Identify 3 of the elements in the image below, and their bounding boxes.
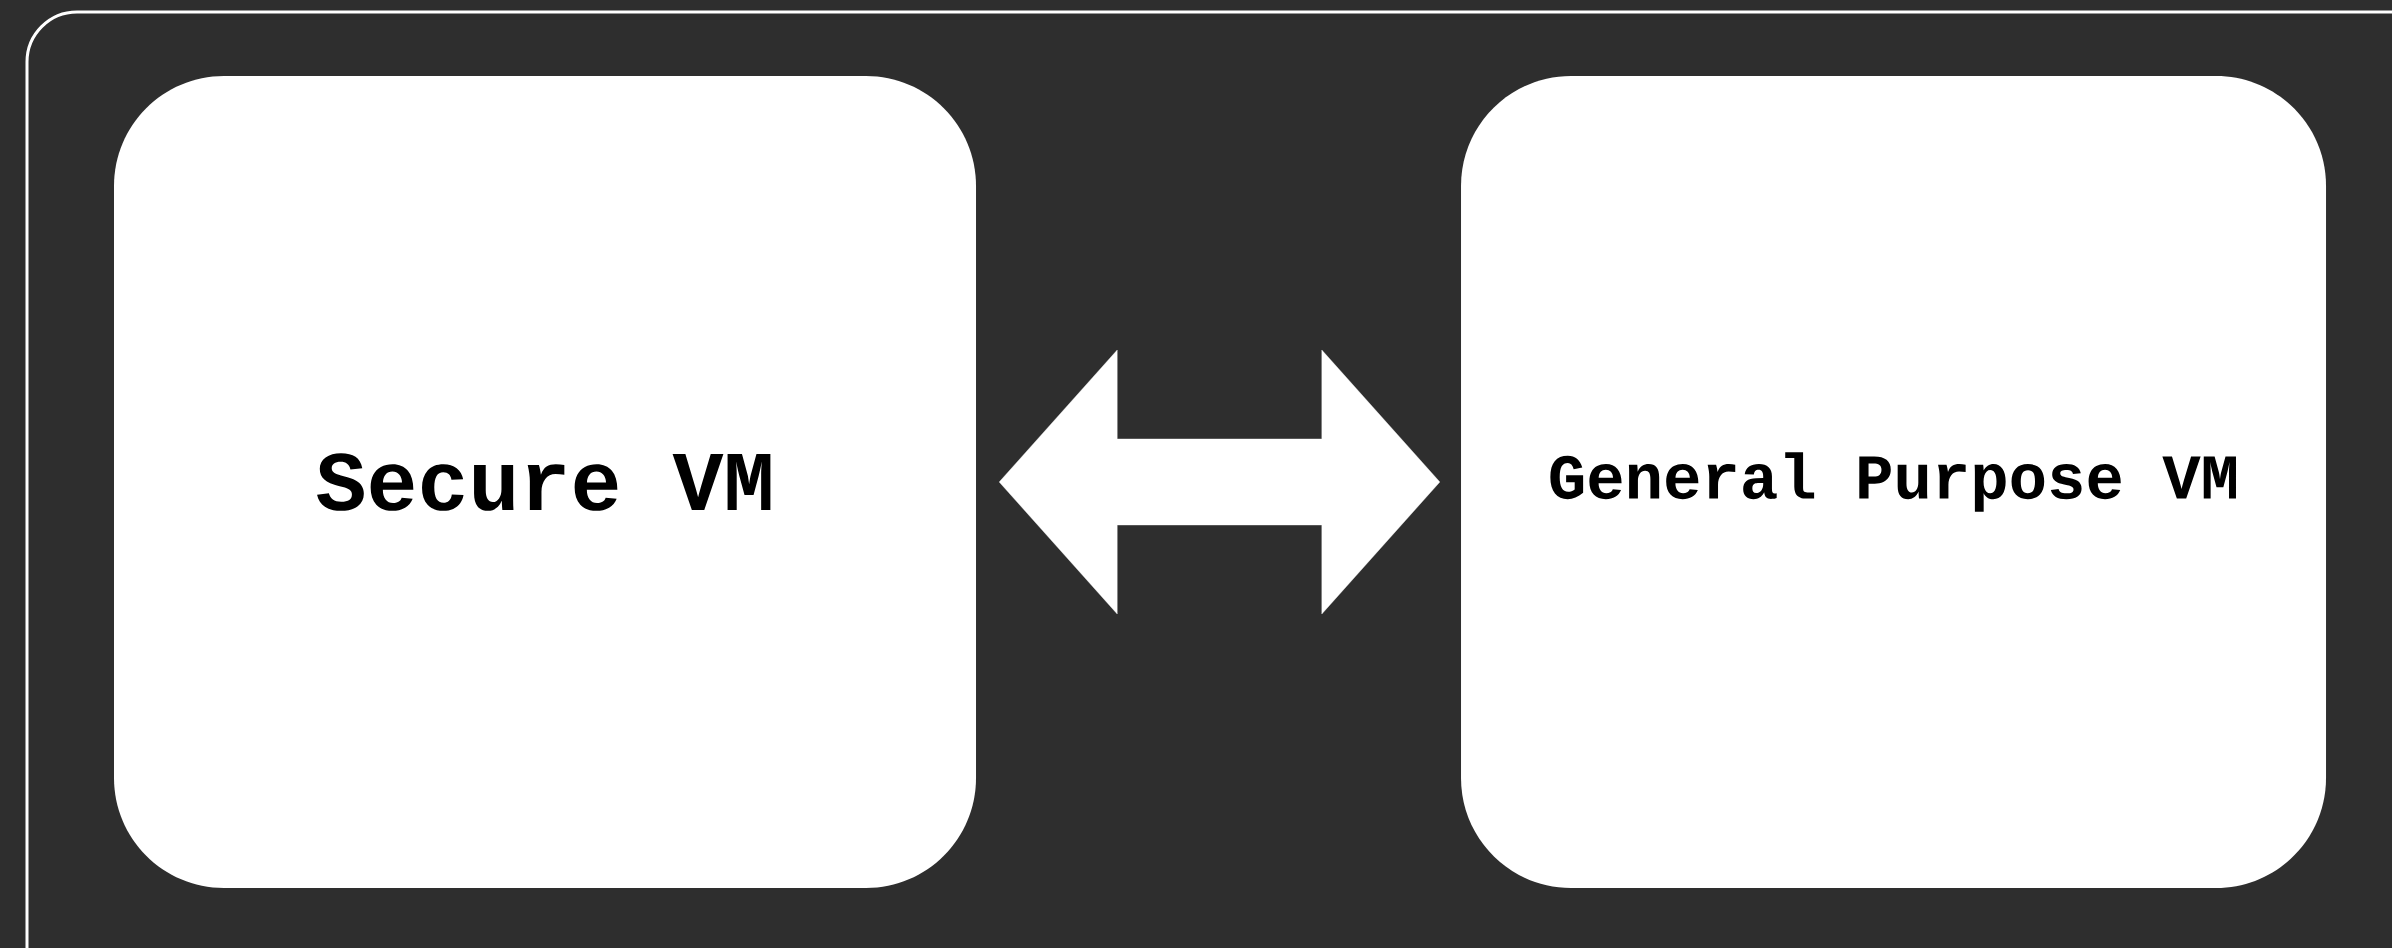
vm-box: General Purpose VM	[1461, 76, 2327, 888]
vm-box: Secure VM	[114, 76, 976, 888]
double-arrow	[999, 349, 1440, 615]
